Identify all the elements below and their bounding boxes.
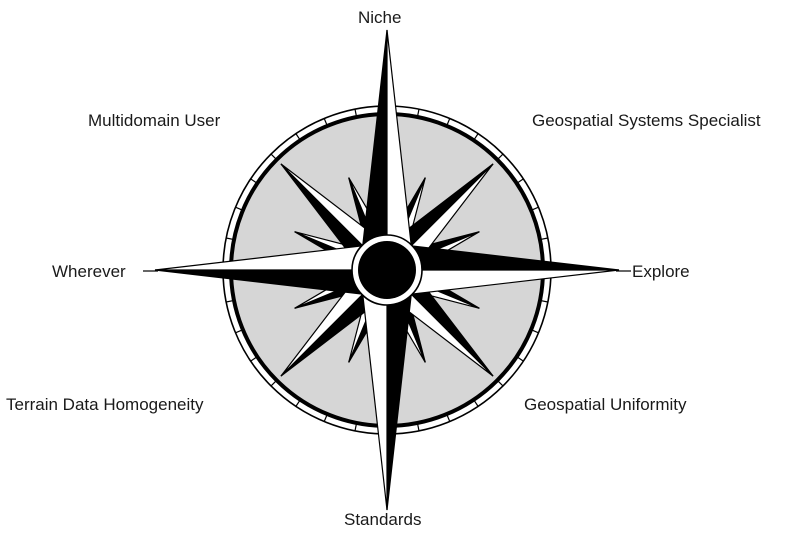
label-southeast: Geospatial Uniformity: [524, 395, 687, 415]
label-southwest: Terrain Data Homogeneity: [6, 395, 203, 415]
label-northwest: Multidomain User: [88, 111, 220, 131]
compass-hub: [358, 241, 416, 299]
label-east: Explore: [632, 262, 690, 282]
label-south: Standards: [344, 510, 422, 530]
label-west: Wherever: [52, 262, 126, 282]
label-north: Niche: [358, 8, 401, 28]
label-northeast: Geospatial Systems Specialist: [532, 111, 761, 131]
